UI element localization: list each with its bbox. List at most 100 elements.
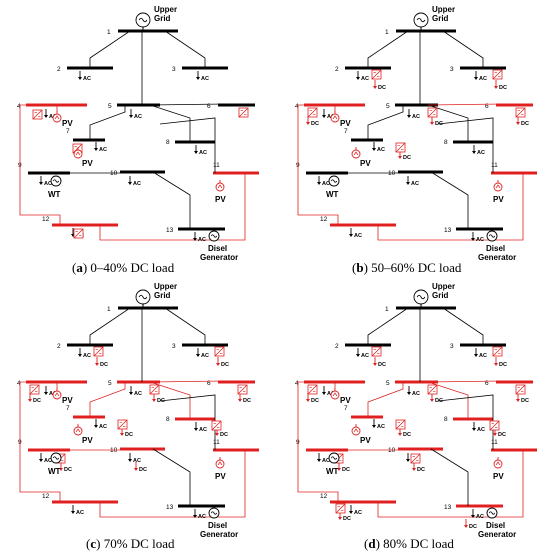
upper-grid-label-line2: Grid — [154, 291, 171, 300]
pv-label-bus4: PV — [340, 119, 351, 128]
bus-number-11: 11 — [491, 439, 498, 446]
generator-label-line2: Generator — [200, 530, 238, 539]
dc-load-10-arrow-icon — [338, 517, 342, 520]
dc-load-3-label: DC — [311, 398, 319, 404]
conv-6-converter-diagonal — [395, 142, 406, 153]
pv-bus4-pv-icon — [330, 113, 340, 123]
conv-1-converter-diagonal — [371, 69, 382, 80]
ac-load-5-arrow-icon — [94, 148, 98, 151]
line-5-6 — [149, 380, 226, 383]
ac-load-1-arrow-icon — [356, 354, 360, 357]
dc-load-7-label: DC — [220, 432, 228, 438]
bus-number-11: 11 — [213, 162, 220, 169]
dc-load-6-arrow-icon — [398, 156, 402, 159]
pv-bus4-pv-icon — [52, 390, 62, 400]
line-1-2 — [89, 30, 131, 68]
dc-load-4-arrow-icon — [430, 399, 434, 402]
dc-load-5-arrow-icon — [516, 399, 520, 402]
bus-number-13: 13 — [166, 227, 174, 234]
pv-bus7-pv-icon — [351, 426, 361, 436]
upper-grid-label-line2: Grid — [154, 14, 171, 23]
dc-load-5-label: DC — [521, 398, 529, 404]
ac-load-6-label: AC — [477, 150, 485, 156]
ac-load-6-arrow-icon — [472, 151, 476, 154]
dc-load-1-arrow-icon — [95, 363, 99, 366]
bus-number-13: 13 — [166, 504, 174, 511]
generator-label-line1: Disel — [486, 521, 505, 530]
dc-load-2-label: DC — [499, 85, 507, 91]
ac-load-1-arrow-icon — [78, 77, 82, 80]
ac-load-2-label: AC — [201, 76, 209, 82]
ac-load-2-label: AC — [201, 353, 209, 359]
bus-number-11: 11 — [213, 439, 220, 446]
dc-load-2-arrow-icon — [216, 363, 220, 366]
ac-load-4-arrow-icon — [407, 392, 411, 395]
ac-load-4-arrow-icon — [129, 115, 133, 118]
pv-bus7-pv-arrow — [75, 428, 81, 433]
pv-bus7-pv-arrow — [75, 151, 81, 156]
bus-number-10: 10 — [110, 170, 118, 177]
ac-load-5-arrow-icon — [372, 425, 376, 428]
wind-turbine-sine-icon — [52, 179, 60, 183]
pv-label-bus11: PV — [493, 195, 504, 204]
ac-load-7-arrow-icon — [39, 182, 43, 185]
line-12-11 — [377, 450, 524, 518]
line-12-11 — [99, 450, 246, 518]
generator-label-line2: Generator — [200, 253, 238, 262]
conv-4-converter-diagonal — [427, 384, 438, 395]
upper-grid-label-line2: Grid — [432, 14, 449, 23]
line-1-3 — [442, 30, 484, 68]
ac-load-6-label: AC — [477, 427, 485, 433]
ac-load-6-label: AC — [199, 427, 207, 433]
dc-load-2-arrow-icon — [494, 86, 498, 89]
ac-load-3-arrow-icon — [44, 115, 48, 118]
dc-load-6-label: DC — [403, 155, 411, 161]
line-12-11 — [99, 173, 246, 241]
ac-load-3-arrow-icon — [322, 392, 326, 395]
generator-label-line2: Generator — [478, 253, 516, 262]
line-4-12 — [297, 104, 339, 225]
dc-load-9-arrow-icon — [412, 468, 416, 471]
dc-load-8-label: DC — [342, 467, 350, 473]
bus-number-4: 4 — [295, 103, 299, 110]
conv-3-converter-diagonal — [307, 107, 318, 118]
bus-number-11: 11 — [491, 162, 498, 169]
dc-load-10-label: DC — [343, 516, 351, 522]
bus-number-6: 6 — [207, 380, 211, 387]
ac-load-8-arrow-icon — [406, 182, 410, 185]
ac-load-10-label: AC — [198, 514, 206, 520]
ac-load-10-arrow-icon — [193, 515, 197, 518]
ac-load-10-arrow-icon — [471, 238, 475, 241]
bus-number-5: 5 — [386, 103, 390, 110]
dc-load-9-label: DC — [417, 467, 425, 473]
ac-load-10-arrow-icon — [193, 238, 197, 241]
ac-load-5-label: AC — [99, 147, 107, 153]
line-10-13 — [430, 448, 469, 506]
line-10-13 — [430, 171, 469, 229]
ac-load-7-label: AC — [322, 181, 330, 187]
pv-label-bus7: PV — [82, 159, 93, 168]
bus-number-4: 4 — [17, 380, 21, 387]
line-5-7 — [89, 105, 126, 140]
line-5-6 — [427, 103, 504, 106]
diesel-generator-sine-icon — [210, 511, 218, 515]
generator-label-line1: Disel — [208, 521, 227, 530]
conv-4-converter-diagonal — [427, 107, 438, 118]
pv-label-bus7: PV — [360, 159, 371, 168]
ac-load-1-arrow-icon — [78, 354, 82, 357]
dc-load-4-arrow-icon — [430, 122, 434, 125]
ac-load-7-arrow-icon — [39, 459, 43, 462]
pv-bus11-pv-arrow — [495, 184, 501, 189]
pv-bus11-pv-icon — [215, 459, 225, 469]
pv-label-bus4: PV — [62, 119, 73, 128]
dc-load-5-label: DC — [243, 398, 251, 404]
bus-number-1: 1 — [107, 29, 111, 36]
ac-load-5-label: AC — [377, 424, 385, 430]
pv-bus4-pv-icon — [330, 390, 340, 400]
ac-load-4-label: AC — [412, 391, 420, 397]
ac-load-8-arrow-icon — [128, 459, 132, 462]
dc-load-4-label: DC — [435, 398, 443, 404]
ac-load-2-arrow-icon — [474, 77, 478, 80]
ac-load-2-arrow-icon — [474, 354, 478, 357]
